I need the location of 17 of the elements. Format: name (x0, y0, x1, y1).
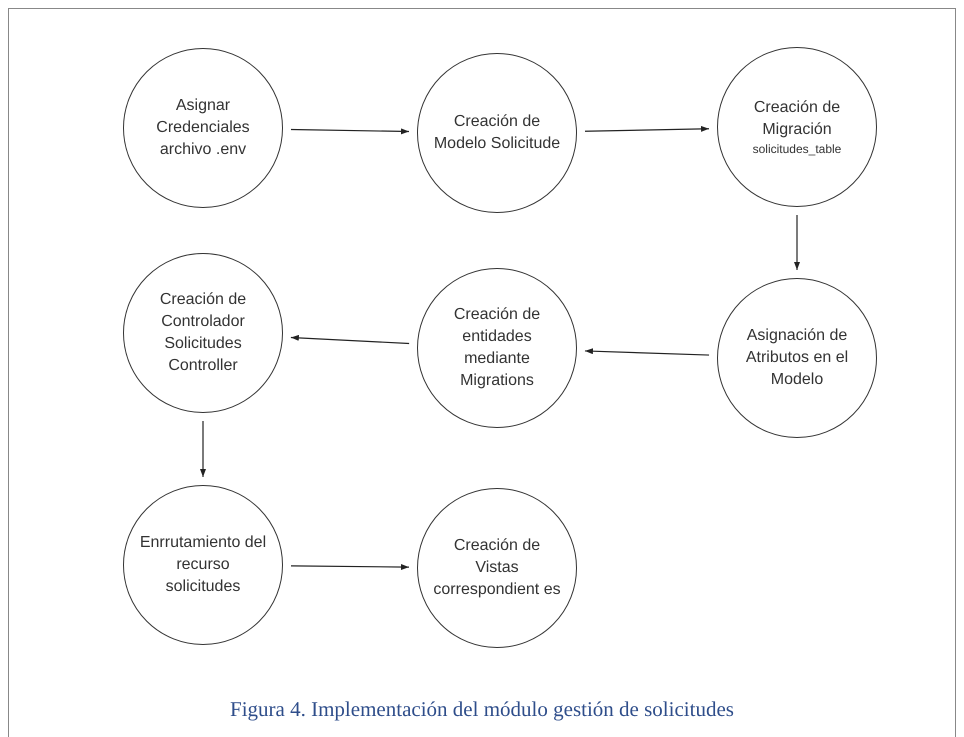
arrow (290, 128, 410, 134)
arrow (584, 126, 710, 132)
step-label: Creación de entidades mediante Migrations (452, 305, 542, 391)
arrow (200, 421, 206, 477)
step-label: Asignar Credenciales archivo .env (155, 96, 251, 160)
step-label: Creación de Controlador Solicitudes Controller (158, 290, 248, 376)
step-label: solicitudes_table (752, 141, 842, 157)
arrow (584, 348, 710, 356)
arrow (290, 564, 410, 570)
step-label: Enrrutamiento del recurso solicitudes (139, 533, 267, 597)
step-label: Creación de Vistas correspondient es (433, 536, 561, 600)
step-label: Creación de Modelo Solicitude (433, 112, 561, 154)
figure-caption: Figura 4. Implementación del módulo gestión de solicitudes (229, 696, 735, 723)
step-label: Asignación de Atributos en el Modelo (744, 326, 850, 390)
step-label: Creación de Migración (752, 98, 842, 140)
arrow (290, 334, 410, 344)
arrow (794, 215, 800, 270)
